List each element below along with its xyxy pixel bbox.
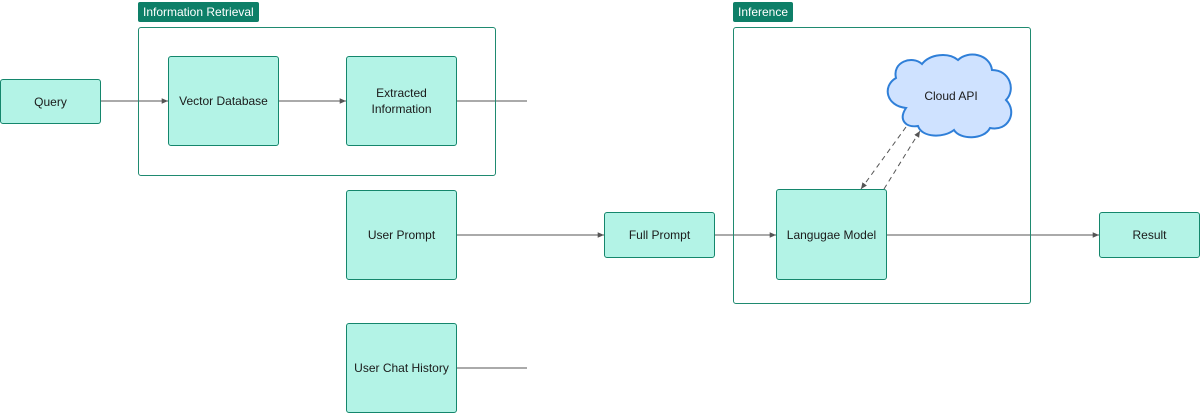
node-vector-database[interactable]: Vector Database <box>168 56 279 146</box>
edge-cloud-api-to-language-model <box>860 126 907 190</box>
edge-language-model-to-cloud-api <box>883 130 921 190</box>
node-language-model[interactable]: Langugae Model <box>776 189 887 280</box>
node-user-chat-history[interactable]: User Chat History <box>346 323 457 413</box>
group-information-retrieval <box>138 27 496 176</box>
group-label-information-retrieval: Information Retrieval <box>138 2 259 22</box>
node-user-prompt[interactable]: User Prompt <box>346 190 457 280</box>
cloud-shape <box>886 53 1013 139</box>
node-cloud-api[interactable]: Cloud API <box>924 89 978 103</box>
node-extracted-information[interactable]: Extracted Information <box>346 56 457 146</box>
group-inference <box>733 27 1031 304</box>
node-query[interactable]: Query <box>0 79 101 124</box>
group-label-inference: Inference <box>733 2 794 22</box>
node-full-prompt[interactable]: Full Prompt <box>604 212 715 258</box>
node-result[interactable]: Result <box>1099 212 1200 258</box>
